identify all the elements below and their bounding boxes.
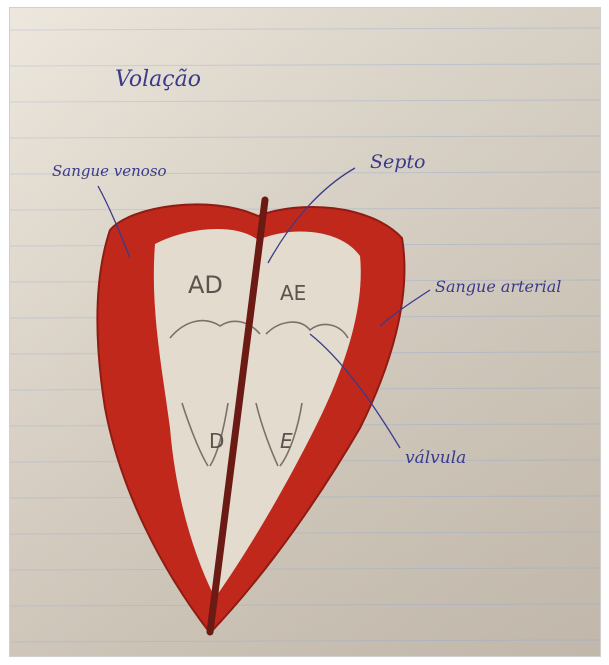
title-text: Volação xyxy=(115,67,201,92)
chamber-right-atrium: AD xyxy=(188,271,223,299)
label-valve: válvula xyxy=(405,448,466,468)
notebook-drawing: Volação Sangue venoso Septo Sangue arter… xyxy=(10,8,600,656)
chamber-left-ventricle: E xyxy=(280,429,293,453)
chamber-right-ventricle: D xyxy=(209,429,224,453)
label-venous: Sangue venoso xyxy=(52,162,167,180)
label-septum: Septo xyxy=(370,151,426,173)
label-arterial: Sangue arterial xyxy=(435,277,561,296)
chamber-left-atrium: AE xyxy=(280,281,306,305)
notebook-photo: Volação Sangue venoso Septo Sangue arter… xyxy=(10,8,600,656)
